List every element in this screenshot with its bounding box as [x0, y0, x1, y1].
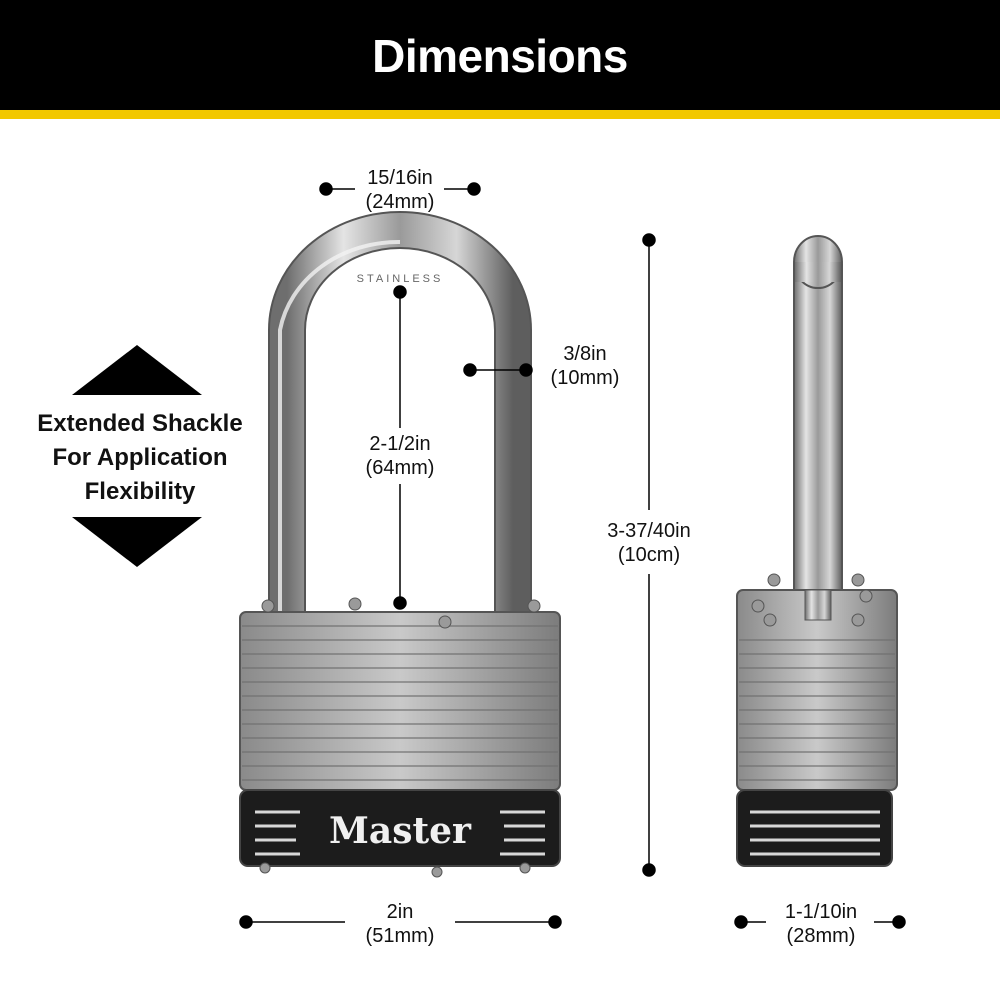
front-lock-body	[239, 597, 561, 878]
side-lock-body	[736, 573, 898, 867]
body-width-imperial: 2in	[386, 901, 414, 923]
callout-line-2: For Application	[52, 444, 228, 471]
header-accent-stripe	[0, 110, 1000, 119]
shackle-width-imperial: 15/16in	[367, 167, 433, 189]
brand-logo: Master	[329, 810, 472, 852]
callout-text: Extended Shackle For Application Flexibi…	[30, 407, 250, 509]
shackle-diameter-imperial: 3/8in	[563, 343, 607, 365]
shackle-width-metric: (24mm)	[365, 191, 435, 213]
shackle-diameter-label: 3/8in (10mm)	[530, 342, 640, 390]
header-bar	[0, 0, 1000, 110]
callout-line-1: Extended Shackle	[37, 410, 243, 437]
shackle-clearance-metric: (64mm)	[365, 457, 435, 479]
side-shackle	[793, 235, 843, 621]
shackle-width-label: 15/16in (24mm)	[340, 166, 460, 214]
shackle-clearance-label: 2-1/2in (64mm)	[340, 432, 460, 480]
callout-line-3: Flexibility	[84, 478, 196, 505]
body-depth-metric: (28mm)	[786, 925, 856, 947]
front-shackle	[268, 211, 532, 612]
shackle-diameter-metric: (10mm)	[550, 367, 620, 389]
triangle-up-icon	[72, 345, 202, 395]
shackle-clearance-imperial: 2-1/2in	[369, 433, 431, 455]
total-height-metric: (10cm)	[617, 544, 681, 566]
extended-shackle-callout: Extended Shackle For Application Flexibi…	[30, 345, 250, 570]
triangle-down-icon	[72, 517, 202, 567]
total-height-imperial: 3-37/40in	[607, 520, 691, 542]
body-depth-imperial: 1-1/10in	[784, 901, 858, 923]
body-width-label: 2in (51mm)	[350, 900, 450, 948]
body-width-metric: (51mm)	[365, 925, 435, 947]
dimension-markers	[239, 182, 906, 929]
shackle-engraving: STAINLESS	[357, 273, 444, 285]
page-title: Dimensions	[372, 30, 628, 82]
total-height-label: 3-37/40in (10cm)	[584, 519, 714, 567]
body-depth-label: 1-1/10in (28mm)	[766, 900, 876, 948]
